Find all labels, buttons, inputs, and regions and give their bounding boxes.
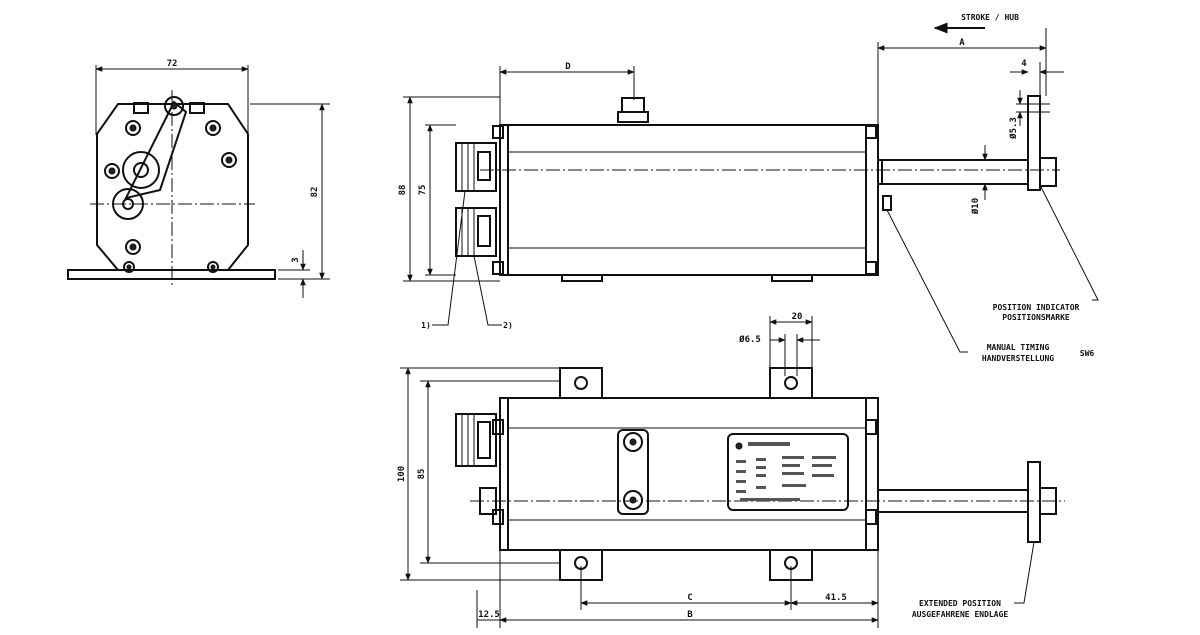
- top-mount-lugs: [559, 367, 813, 581]
- top-connector: [455, 413, 497, 515]
- side-screws: [104, 120, 237, 273]
- dim-top-outer-height: 100: [397, 466, 407, 482]
- dim-c: C: [687, 593, 692, 603]
- label-extended-position: EXTENDED POSITION: [919, 599, 1001, 608]
- front-rod-end-plate: [1027, 95, 1041, 191]
- label-position-indicator: POSITION INDICATOR: [993, 303, 1080, 312]
- dim-front-inner-height: 75: [418, 185, 428, 196]
- top-manual-slot: [617, 429, 649, 515]
- dim-d: D: [565, 62, 571, 72]
- label-stroke: STROKE / HUB: [961, 13, 1019, 22]
- dim-a: A: [959, 38, 965, 48]
- front-connector-1: [455, 142, 497, 192]
- label-ausgefahrene-endlage: AUSGEFAHRENE ENDLAGE: [912, 610, 1009, 619]
- dim-41-5: 41.5: [825, 593, 847, 603]
- dim-rod-diameter: Ø10: [970, 198, 981, 215]
- nameplate: [727, 433, 849, 511]
- dim-rod-stop: 4: [1021, 59, 1027, 69]
- dim-top-inner-height: 85: [417, 469, 427, 480]
- front-connector-2: [455, 207, 497, 257]
- label-manual-timing: MANUAL TIMING: [987, 343, 1050, 352]
- front-body: [499, 124, 879, 276]
- label-handverstellung: HANDVERSTELLUNG: [982, 354, 1054, 363]
- front-view: D 88 75 STROKE / HUB A 4 Ø5.3 Ø10: [398, 13, 1099, 363]
- front-rod: [877, 159, 1029, 185]
- dim-plate-thickness: 3: [291, 257, 301, 262]
- top-rod-end-plate: [1027, 461, 1041, 543]
- dim-12-5: 12.5: [478, 610, 500, 620]
- dim-rod-hole: Ø5.3: [1008, 117, 1019, 140]
- dim-mount-spacing: 20: [792, 312, 803, 322]
- label-connector-2: 2): [503, 321, 513, 330]
- top-view: 100 85 20 Ø6.5 C 41.5 B 12.5 EXTENDED PO…: [397, 312, 1065, 628]
- dim-mount-hole: Ø6.5: [738, 334, 761, 345]
- label-wrench-size: SW6: [1080, 349, 1095, 358]
- dim-side-width: 72: [167, 59, 178, 69]
- label-positionsmarke: POSITIONSMARKE: [1002, 313, 1070, 322]
- label-connector-1: 1): [421, 321, 431, 330]
- side-view: 72 82 3: [67, 59, 330, 298]
- dim-side-height: 82: [310, 187, 320, 198]
- dim-front-outer-height: 88: [398, 185, 408, 196]
- dim-b: B: [687, 610, 693, 620]
